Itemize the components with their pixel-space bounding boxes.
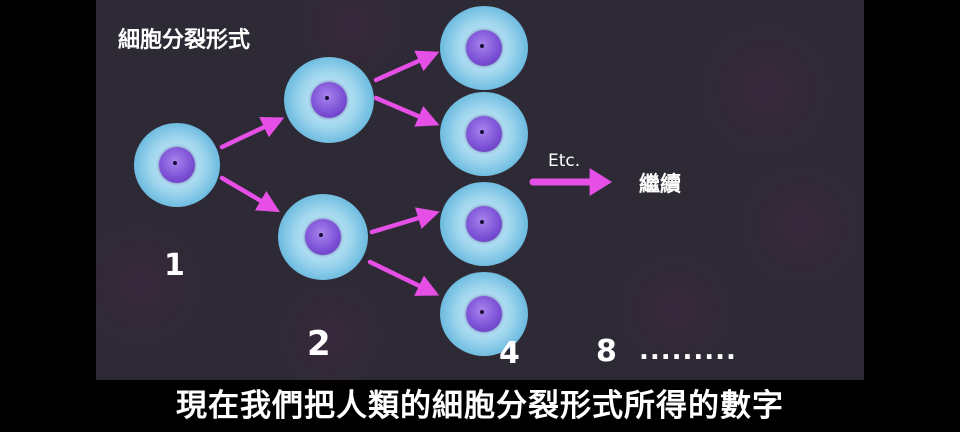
count-1: 1 (164, 248, 185, 283)
nucleus (311, 82, 347, 118)
nucleus (466, 296, 502, 332)
arrow (219, 175, 280, 213)
continue-label: 繼續 (639, 172, 681, 196)
dots-ellipsis: ......... (639, 336, 737, 366)
cell-gen3-1 (440, 6, 528, 90)
cell-gen2-bottom (278, 194, 368, 280)
arrow (373, 50, 440, 83)
count-8: 8 (596, 334, 617, 369)
nucleus (305, 219, 341, 255)
background-cell (276, 280, 386, 380)
background-cell (96, 220, 206, 350)
arrow (369, 207, 440, 235)
nucleus (466, 116, 502, 152)
cell-gen1 (134, 123, 220, 207)
nucleus (466, 206, 502, 242)
diagram-title: 細胞分裂形式 (118, 28, 251, 53)
nucleolus (480, 130, 484, 134)
video-frame: 細胞分裂形式 (96, 0, 864, 380)
background-cell (616, 250, 736, 370)
nucleus (159, 147, 195, 183)
nucleolus (325, 96, 329, 100)
arrow (367, 259, 440, 296)
count-2: 2 (307, 324, 331, 364)
arrow (219, 116, 285, 150)
nucleolus (480, 44, 484, 48)
etc-label: Etc. (548, 151, 581, 171)
subtitle-caption: 現在我們把人類的細胞分裂形式所得的數字 (176, 388, 784, 424)
nucleolus (480, 310, 484, 314)
cell-gen3-3 (440, 182, 528, 266)
arrow (373, 95, 440, 127)
nucleolus (319, 233, 323, 237)
cell-gen3-4 (440, 272, 528, 356)
nucleus (466, 30, 502, 66)
arrows-layer (219, 50, 612, 296)
count-4: 4 (499, 336, 520, 371)
background-cell (736, 160, 864, 290)
nucleolus (173, 161, 177, 165)
nucleolus (480, 220, 484, 224)
cell-gen3-2 (440, 92, 528, 176)
cell-gen2-top (284, 57, 374, 143)
background-cell (696, 20, 836, 160)
